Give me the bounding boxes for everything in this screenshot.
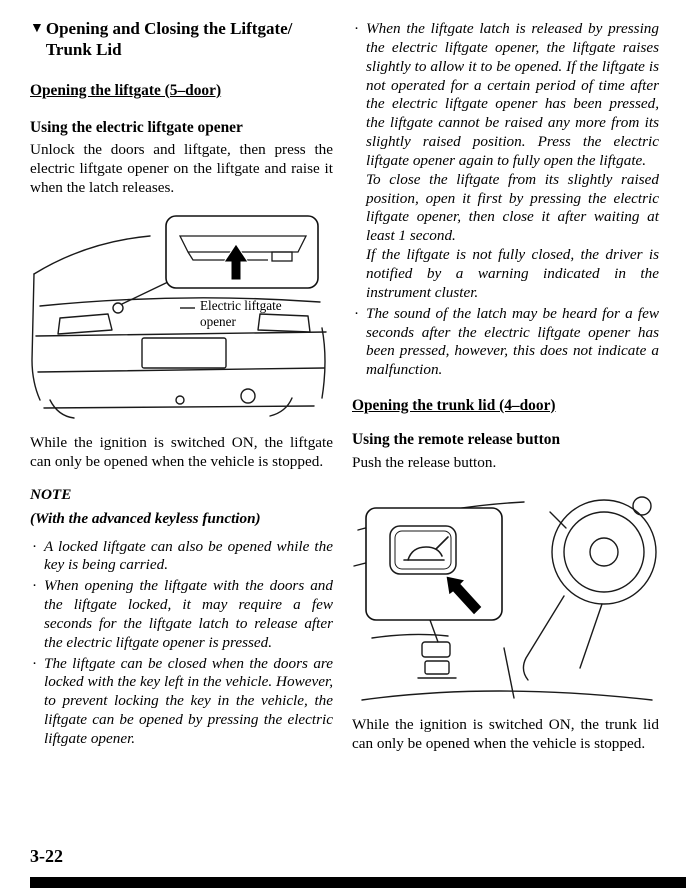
trunk-heading: Opening the trunk lid (4–door) xyxy=(352,397,556,415)
liftgate-opener-callout xyxy=(165,215,319,289)
bullet-marker: · xyxy=(353,304,360,322)
page-number: 3-22 xyxy=(30,846,63,866)
bullet-marker: · xyxy=(31,537,38,555)
liftgate-figure: Electric liftgate opener xyxy=(30,210,333,424)
footer-bar xyxy=(30,877,686,888)
liftgate-heading: Opening the liftgate (5–door) xyxy=(30,81,222,99)
trunk-release-callout xyxy=(365,507,503,622)
list-item: · A locked liftgate can also be opened w… xyxy=(30,538,333,576)
note-bullet-text: The liftgate can be closed when the door… xyxy=(44,654,333,747)
trunk-subheading: Using the remote release button xyxy=(352,431,561,449)
note-bullet-list-right: · When the liftgate latch is released by… xyxy=(352,20,659,380)
note-bullet-text: A locked liftgate can also be opened whi… xyxy=(44,537,333,574)
steering-wheel-illustration xyxy=(549,496,657,606)
trunk-release-button xyxy=(389,525,457,576)
right-column: · When the liftgate latch is released by… xyxy=(352,16,659,754)
bullet-marker: · xyxy=(31,577,38,595)
liftgate-ignition-note: While the ignition is switched ON, the l… xyxy=(30,433,333,470)
car-rear-outline xyxy=(31,235,327,419)
car-rear-illustration xyxy=(31,215,327,419)
note-bullet-list-left: · A locked liftgate can also be opened w… xyxy=(30,538,333,749)
trunk-open-icon xyxy=(403,536,449,562)
list-item: · When opening the liftgate with the doo… xyxy=(30,577,333,652)
trunk-intro-paragraph: Push the release button. xyxy=(352,453,497,471)
left-column: ▼ Opening and Closing the Liftgate/ Trun… xyxy=(30,16,333,751)
bullet-marker: · xyxy=(31,654,38,672)
list-item: · When the liftgate latch is released by… xyxy=(352,20,659,303)
section-marker-icon: ▼ xyxy=(30,21,44,36)
trunk-release-illustration xyxy=(353,496,657,702)
note-bullet-text: The sound of the latch may be heard for … xyxy=(366,304,659,379)
pointer-arrow-icon xyxy=(445,575,483,617)
section-title-text: Opening and Closing the Liftgate/ Trunk … xyxy=(45,19,293,60)
liftgate-callout-label: Electric liftgate opener xyxy=(200,297,282,329)
list-item: · The liftgate can be closed when the do… xyxy=(30,655,333,749)
up-arrow-icon xyxy=(223,242,249,281)
liftgate-subheading: Using the electric liftgate opener xyxy=(30,119,243,137)
note-bullet-text: When the liftgate latch is released by p… xyxy=(366,20,659,301)
section-title: ▼ Opening and Closing the Liftgate/ Trun… xyxy=(30,18,333,61)
note-bullet-text: When opening the liftgate with the doors… xyxy=(44,577,333,651)
liftgate-intro-paragraph: Unlock the doors and liftgate, then pres… xyxy=(30,141,333,196)
note-condition: (With the advanced keyless function) xyxy=(30,509,261,527)
trunk-release-figure xyxy=(352,486,659,708)
note-label: NOTE xyxy=(30,485,72,503)
release-button-location xyxy=(417,641,457,680)
list-item: · The sound of the latch may be heard fo… xyxy=(352,305,659,380)
trunk-ignition-note: While the ignition is switched ON, the t… xyxy=(352,716,659,753)
bullet-marker: · xyxy=(353,20,360,37)
